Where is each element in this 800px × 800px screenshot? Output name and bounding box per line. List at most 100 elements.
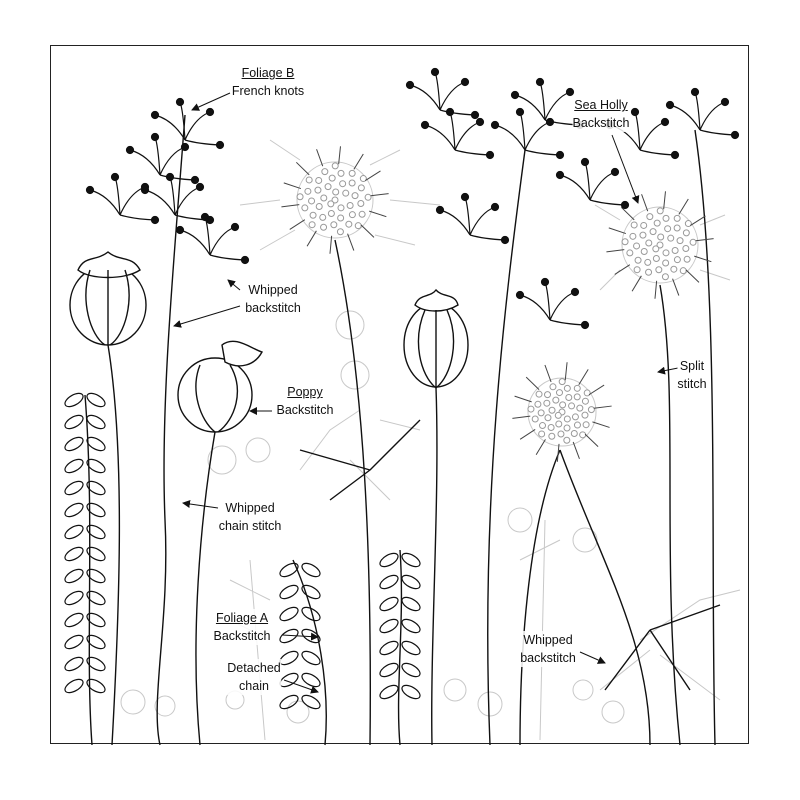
french-knot (630, 107, 640, 117)
leaf (86, 568, 106, 584)
sea-holly-spike (584, 433, 599, 447)
sea-holly-floret (563, 436, 571, 444)
french-knot (165, 172, 175, 182)
foliage-b-stitch: French knots (231, 84, 305, 98)
sea-holly-spike (588, 384, 605, 396)
leaf (379, 618, 399, 634)
sea-holly-floret (327, 200, 335, 208)
french-knot (475, 117, 485, 127)
sea-holly-floret (579, 431, 587, 439)
sea-holly-floret (327, 209, 335, 217)
leaf (86, 502, 106, 518)
sea-holly-floret (568, 402, 576, 410)
poppy-stitch: Backstitch (276, 403, 334, 417)
sea-holly-floret (527, 405, 535, 413)
sea-holly-spike (338, 146, 341, 165)
french-knot (580, 157, 590, 167)
sea-holly-floret (537, 409, 545, 417)
branch (209, 226, 236, 256)
sea-holly-floret (673, 214, 681, 222)
sea-holly-floret (552, 396, 560, 404)
sea-holly-floret (351, 192, 359, 200)
leaf (86, 656, 106, 672)
sea-holly-floret (656, 207, 664, 215)
french-knot (140, 182, 150, 192)
label-line: Split (679, 359, 705, 373)
french-knot (460, 77, 470, 87)
sea-holly-floret (357, 184, 365, 192)
sea-holly-spike (369, 210, 387, 218)
leaf (64, 458, 84, 474)
french-knot (150, 215, 160, 225)
sea-holly-floret (304, 187, 312, 195)
french-knot (570, 287, 580, 297)
sea-holly-floret (309, 211, 317, 219)
sea-holly-floret (332, 188, 340, 196)
foliage-a-stitch: Backstitch (213, 629, 271, 643)
label-sea-holly: Sea Holly Backstitch (572, 96, 630, 132)
sea-holly-floret (576, 404, 584, 412)
foliage-leaves (64, 392, 421, 710)
leaf (64, 436, 84, 452)
sea-holly-floret (321, 168, 329, 176)
sea-holly-floret (679, 267, 687, 275)
sea-holly-floret (336, 228, 344, 236)
sea-holly-spike (641, 194, 649, 212)
branch (469, 206, 496, 236)
label-line: backstitch (520, 651, 576, 665)
label-foliage-a: Foliage A Backstitch (213, 609, 271, 645)
sea-holly-spike (512, 415, 531, 419)
sea-holly-floret (315, 203, 323, 211)
branch (154, 114, 186, 141)
french-knot (490, 120, 500, 130)
sea-holly-floret (555, 420, 563, 428)
french-knot (195, 182, 205, 192)
branch (209, 254, 246, 261)
sea-holly-spike (365, 170, 381, 182)
leaf (401, 618, 421, 634)
sea-holly-floret (305, 176, 313, 184)
sea-holly-floret (345, 220, 353, 228)
french-knot (515, 107, 525, 117)
french-knot (720, 97, 730, 107)
sea-holly-floret (354, 222, 362, 230)
sea-holly-floret (682, 229, 690, 237)
leaf (86, 414, 106, 430)
sea-holly-floret (640, 221, 648, 229)
sea-holly-spike (620, 206, 635, 221)
sea-holly-floret (346, 202, 354, 210)
leaf (64, 414, 84, 430)
french-knot (85, 185, 95, 195)
sea-holly-floret (301, 204, 309, 212)
leaf (379, 684, 399, 700)
branch (639, 149, 676, 156)
sea-holly-floret (662, 259, 670, 267)
leaf (86, 634, 106, 650)
sea-holly-floret (342, 189, 350, 197)
sea-holly-floret (535, 390, 543, 398)
branch (179, 229, 211, 256)
french-knot (180, 142, 190, 152)
sea-holly-floret (662, 249, 670, 257)
leaf (64, 546, 84, 562)
sea-holly-floret (534, 400, 542, 408)
french-knot (430, 67, 440, 77)
sea-holly-floret (667, 234, 675, 242)
french-knot (150, 132, 160, 142)
branch (519, 294, 551, 321)
branch (129, 149, 161, 176)
french-knot (125, 145, 135, 155)
sea-holly-spike (535, 439, 546, 456)
sea-holly-floret (671, 247, 679, 255)
sea-holly-floret (328, 174, 336, 182)
branch (89, 189, 121, 216)
label-line: Whipped (225, 501, 275, 515)
sea-holly-floret (331, 162, 339, 170)
sea-holly-floret (639, 231, 647, 239)
sea-holly-spike (360, 224, 375, 238)
label-whipped-backstitch-right: Whipped backstitch (520, 631, 576, 667)
branch (549, 319, 586, 326)
sea-holly-spike (654, 280, 658, 299)
leaf (379, 662, 399, 678)
sea-holly-spike (329, 235, 333, 254)
